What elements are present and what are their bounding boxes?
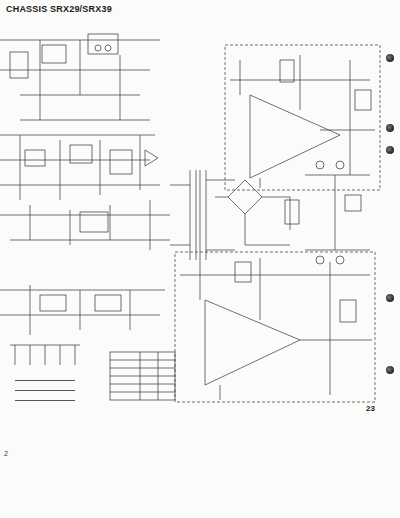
page-number: 23: [366, 404, 375, 413]
margin-number: 2: [4, 450, 8, 457]
page-title: CHASSIS SRX29/SRX39: [6, 4, 112, 14]
binder-holes: [386, 54, 394, 374]
